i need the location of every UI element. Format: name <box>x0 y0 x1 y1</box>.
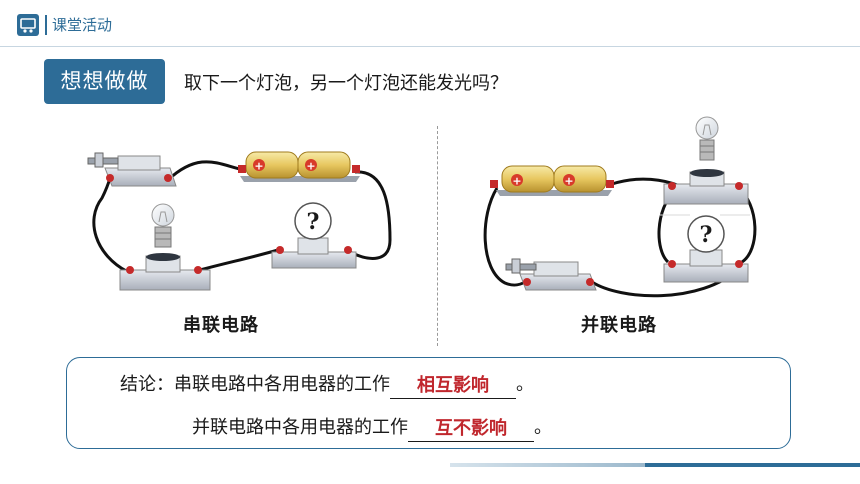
series-wire <box>199 248 279 272</box>
header-divider <box>0 46 860 47</box>
answer-blank-1: 相互影响 <box>390 374 516 399</box>
series-wire <box>92 177 129 274</box>
conclusion-box: 结论：串联电路中各用电器的工作相互影响。 并联电路中各用电器的工作互不影响。 <box>66 357 791 449</box>
circuit-illustration: + + ? <box>87 116 757 298</box>
conclusion-text-1: 串联电路中各用电器的工作 <box>174 374 390 395</box>
circuit-divider <box>437 126 438 346</box>
parallel-battery: + + <box>490 165 614 196</box>
answer-blank-2: 互不影响 <box>408 417 534 442</box>
parallel-circuit: + + <box>483 116 757 298</box>
footer-accent-light <box>450 463 645 467</box>
end-mark-2: 。 <box>534 417 552 438</box>
series-wire <box>166 160 245 182</box>
battery-plus-mark: + <box>564 175 573 188</box>
parallel-switch <box>505 258 597 291</box>
parallel-bulb-lit <box>663 116 749 205</box>
activity-badge: 想想做做 <box>44 59 165 104</box>
parallel-bulb-unknown: ? <box>663 215 749 283</box>
parallel-caption: 并联电路 <box>581 315 657 336</box>
header-separator <box>45 15 47 35</box>
series-switch <box>87 152 177 187</box>
question-mark: ? <box>307 209 320 235</box>
series-wire <box>349 170 392 260</box>
conclusion-text-2: 并联电路中各用电器的工作 <box>192 417 408 438</box>
classroom-icon <box>17 14 39 36</box>
conclusion-line-1: 结论：串联电路中各用电器的工作相互影响。 <box>120 371 534 399</box>
parallel-wire <box>483 187 526 287</box>
question-mark: ? <box>700 222 713 248</box>
battery-plus-mark: + <box>306 160 315 173</box>
conclusion-lead: 结论： <box>120 374 174 395</box>
page-header: 课堂活动 <box>0 0 860 48</box>
series-bulb-unknown: ? <box>271 202 357 269</box>
series-circuit: + + ? <box>87 151 392 291</box>
activity-question: 取下一个灯泡，另一个灯泡还能发光吗？ <box>184 73 508 94</box>
battery-plus-mark: + <box>512 175 521 188</box>
section-title: 课堂活动 <box>52 16 113 34</box>
conclusion-line-2: 并联电路中各用电器的工作互不影响。 <box>192 414 552 442</box>
series-battery: + + <box>238 151 360 182</box>
end-mark-1: 。 <box>516 374 534 395</box>
series-bulb-lit <box>119 203 211 291</box>
series-caption: 串联电路 <box>183 315 259 336</box>
footer-accent-dark <box>645 463 860 467</box>
battery-plus-mark: + <box>254 160 263 173</box>
